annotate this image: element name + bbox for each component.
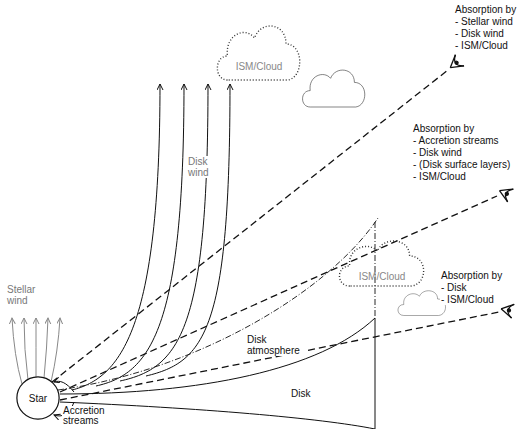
cloud-region: ISM/Cloud <box>336 236 428 296</box>
cloud-outline <box>214 20 304 92</box>
region-label: ISM/Cloud <box>236 61 283 72</box>
absorption-note: - ISM/Cloud <box>440 294 495 305</box>
cloud-outline <box>336 236 428 296</box>
absorption-note: - ISM/Cloud <box>412 171 467 182</box>
part-label: Accretion streams <box>62 406 116 426</box>
absorption-note: Absorption by <box>440 270 503 281</box>
disk <box>60 318 375 429</box>
part-label: Disk <box>290 388 311 399</box>
absorption-note: - Disk wind <box>412 147 463 158</box>
part-label: Disk atmosphere <box>246 334 306 356</box>
absorption-note: - (Disk surface layers) <box>412 159 511 170</box>
absorption-note: - Accretion streams <box>412 135 500 146</box>
stellar-wind-arrow <box>12 318 60 384</box>
star-circle: Star <box>16 376 60 420</box>
absorption-note: - ISM/Cloud <box>454 40 509 51</box>
part-label: Stellar wind <box>6 284 48 306</box>
line-of-sight <box>52 70 499 400</box>
disk-atmosphere-boundary <box>58 218 378 390</box>
node-label: Star <box>29 393 47 404</box>
absorption-note: Absorption by <box>412 123 475 134</box>
absorption-note: Absorption by <box>454 4 517 15</box>
absorption-note: - Disk <box>440 282 468 293</box>
cloud-outline <box>303 70 446 315</box>
disk-wind-streamline <box>72 84 230 390</box>
region-label: ISM/Cloud <box>359 271 406 282</box>
cloud-region: ISM/Cloud <box>214 20 304 92</box>
part-label: Disk wind <box>187 156 211 178</box>
absorption-note: - Stellar wind <box>454 16 514 27</box>
absorption-note: - Disk wind <box>454 28 505 39</box>
